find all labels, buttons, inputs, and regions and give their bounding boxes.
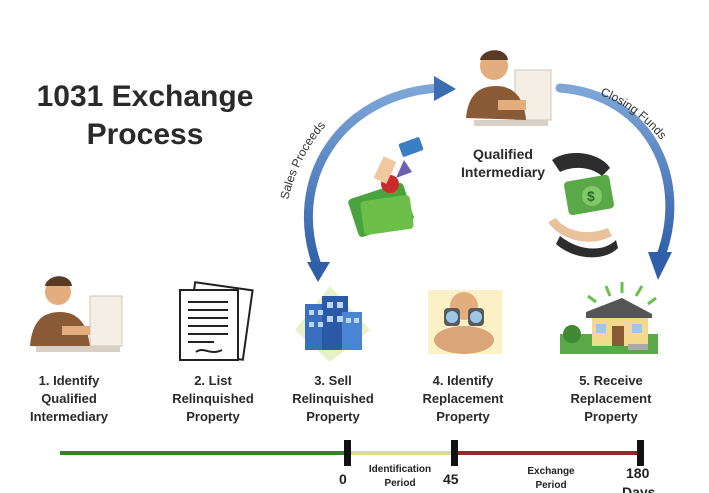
sales-proceeds-arrowhead <box>434 76 456 101</box>
timeline-mark-180: 180 <box>626 465 650 481</box>
step-1-line-2: Qualified <box>41 391 97 406</box>
step-1-line-1: 1. Identify <box>38 373 100 388</box>
title-line-2: Process <box>86 118 204 151</box>
step-3-label: 3. Sell Relinquished Property <box>268 372 398 426</box>
timeline-tick-45 <box>451 440 458 466</box>
intermediary-label: Qualified Intermediary <box>438 145 568 181</box>
exchange-period-line-2: Period <box>535 480 566 491</box>
documents-icon <box>179 281 254 361</box>
businessman-icon <box>30 276 123 352</box>
timeline-tick-0 <box>344 440 351 466</box>
identification-period-line-2: Period <box>384 478 415 489</box>
timeline-tick-180 <box>637 440 644 466</box>
intermediary-businessman-icon <box>466 50 552 126</box>
step-4-label: 4. Identify Replacement Property <box>398 372 528 426</box>
step-3-line-3: Property <box>306 409 360 424</box>
closing-funds-arc <box>555 83 675 263</box>
step-4-line-2: Replacement <box>422 391 504 406</box>
title-line-1: 1031 Exchange <box>36 80 254 113</box>
svg-text:$: $ <box>587 188 595 204</box>
binoculars-icon <box>428 290 502 354</box>
sales-proceeds-arc <box>304 83 443 273</box>
closing-funds-arrowhead <box>648 252 672 280</box>
intermediary-label-line-2: Intermediary <box>460 164 546 180</box>
closing-funds-money-icon: $ <box>548 153 618 258</box>
sales-proceeds-money-icon <box>348 137 424 237</box>
step-2-line-2: Relinquished <box>172 391 254 406</box>
step-1-line-3: Intermediary <box>29 409 109 424</box>
step-2-label: 2. List Relinquished Property <box>148 372 278 426</box>
step-5-line-3: Property <box>584 409 638 424</box>
step-3-line-2: Relinquished <box>292 391 374 406</box>
timeline-mark-0: 0 <box>339 471 347 487</box>
step-4-line-3: Property <box>436 409 490 424</box>
step-3-line-1: 3. Sell <box>314 373 352 388</box>
step-5-line-2: Replacement <box>570 391 652 406</box>
step-4-line-1: 4. Identify <box>432 373 494 388</box>
step-5-line-1: 5. Receive <box>579 373 643 388</box>
step-5-label: 5. Receive Replacement Property <box>546 372 676 426</box>
buildings-icon <box>295 286 370 362</box>
step-2-line-3: Property <box>186 409 240 424</box>
step-2-line-1: 2. List <box>194 373 232 388</box>
exchange-period-line-1: Exchange <box>527 466 575 477</box>
house-icon <box>560 282 658 354</box>
step-1-label: 1. Identify Qualified Intermediary <box>4 372 134 426</box>
page-title: 1031 Exchange Process <box>20 78 270 154</box>
timeline-mark-45: 45 <box>443 471 459 487</box>
timeline-end-unit: Days <box>622 484 656 493</box>
identification-period-line-1: Identification <box>369 464 431 475</box>
sales-arc-bottom-arrowhead <box>307 262 330 282</box>
intermediary-label-line-1: Qualified <box>473 146 533 162</box>
